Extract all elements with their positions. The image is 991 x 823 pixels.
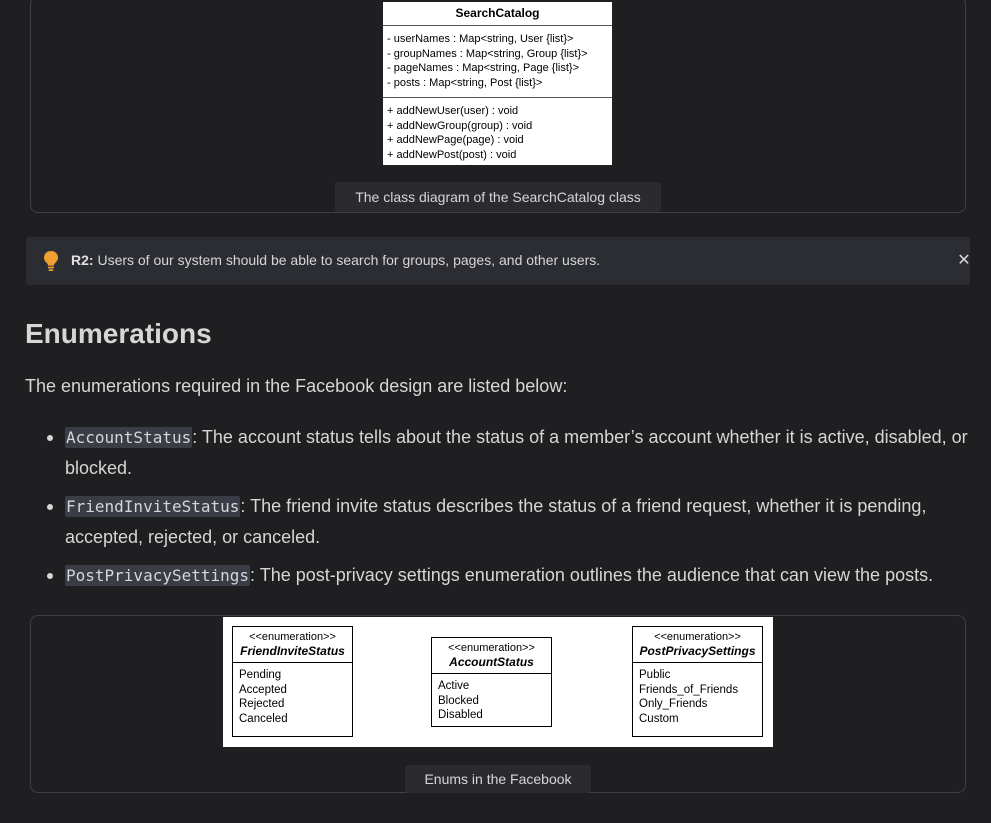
- enum-value: Canceled: [239, 712, 288, 725]
- attribute: - groupNames : Map<string, Group {list}>: [387, 47, 588, 60]
- enum-stereotype: <<enumeration>>: [448, 642, 535, 654]
- attribute: - pageNames : Map<string, Page {list}>: [387, 62, 579, 74]
- enum-value: Disabled: [438, 709, 483, 721]
- class-name: SearchCatalog: [383, 2, 612, 26]
- enum-stereotype: <<enumeration>>: [654, 631, 741, 643]
- enum-header: <<enumeration>> FriendInviteStatus: [233, 627, 352, 663]
- enum-value: Friends_of_Friends: [639, 683, 739, 696]
- close-icon[interactable]: ✕: [957, 252, 971, 269]
- enum-box-accountstatus: <<enumeration>> AccountStatus Active Blo…: [431, 637, 552, 727]
- lightbulb-icon: [42, 250, 60, 272]
- figure-caption: The class diagram of the SearchCatalog c…: [335, 182, 661, 212]
- callout-label: R2:: [71, 252, 94, 268]
- list-item-text: : The account status tells about the sta…: [65, 427, 968, 478]
- enum-value: Rejected: [239, 698, 285, 710]
- enum-values: Pending Accepted Rejected Canceled: [233, 663, 352, 731]
- enum-value: Accepted: [239, 683, 287, 696]
- enums-figure: <<enumeration>> FriendInviteStatus Pendi…: [30, 615, 966, 793]
- callout-body: Users of our system should be able to se…: [93, 252, 601, 268]
- enum-name: PostPrivacySettings: [639, 644, 756, 658]
- enum-description-list: AccountStatus: The account status tells …: [47, 422, 972, 598]
- enum-value: Blocked: [438, 694, 479, 707]
- section-heading: Enumerations: [25, 318, 212, 349]
- enum-value: Only_Friends: [639, 698, 708, 710]
- list-item: FriendInviteStatus: The friend invite st…: [47, 491, 972, 553]
- enum-values: Active Blocked Disabled: [432, 674, 551, 728]
- enum-header: <<enumeration>> PostPrivacySettings: [633, 627, 762, 663]
- inline-code: FriendInviteStatus: [65, 496, 241, 517]
- section-intro: The enumerations required in the Faceboo…: [25, 376, 568, 396]
- operation: + addNewUser(user) : void: [387, 105, 519, 117]
- inline-code: PostPrivacySettings: [65, 565, 251, 586]
- list-item-text: : The friend invite status describes the…: [65, 496, 927, 547]
- searchcatalog-class-diagram: SearchCatalog - userNames : Map<string, …: [383, 2, 612, 165]
- requirement-callout: R2: Users of our system should be able t…: [26, 237, 971, 285]
- enum-value: Custom: [639, 712, 679, 725]
- operation: + addNewPage(page) : void: [387, 134, 524, 146]
- class-attributes: - userNames : Map<string, User {list}> -…: [383, 26, 612, 98]
- enum-box-postprivacysettings: <<enumeration>> PostPrivacySettings Publ…: [632, 626, 763, 737]
- list-item-text: : The post-privacy settings enumeration …: [250, 565, 934, 585]
- searchcatalog-figure: SearchCatalog - userNames : Map<string, …: [30, 0, 966, 213]
- enum-name: AccountStatus: [449, 655, 534, 669]
- enum-stereotype: <<enumeration>>: [249, 631, 336, 643]
- enum-value: Active: [438, 680, 470, 692]
- list-item: AccountStatus: The account status tells …: [47, 422, 972, 484]
- enum-box-friendinvitestatus: <<enumeration>> FriendInviteStatus Pendi…: [232, 626, 353, 737]
- inline-code: AccountStatus: [65, 427, 193, 448]
- enum-name: FriendInviteStatus: [240, 644, 345, 658]
- list-item: PostPrivacySettings: The post-privacy se…: [47, 560, 972, 591]
- enum-value: Public: [639, 669, 671, 681]
- class-operations: + addNewUser(user) : void + addNewGroup(…: [383, 98, 612, 168]
- operation: + addNewPost(post) : void: [387, 148, 517, 161]
- enum-values: Public Friends_of_Friends Only_Friends C…: [633, 663, 762, 731]
- attribute: - posts : Map<string, Post {list}>: [387, 76, 543, 89]
- enum-diagram: <<enumeration>> FriendInviteStatus Pendi…: [223, 617, 773, 747]
- enum-value: Pending: [239, 669, 282, 681]
- operation: + addNewGroup(group) : void: [387, 119, 533, 132]
- enum-header: <<enumeration>> AccountStatus: [432, 638, 551, 674]
- figure-caption: Enums in the Facebook: [405, 765, 591, 793]
- attribute: - userNames : Map<string, User {list}>: [387, 33, 574, 45]
- callout-text: R2: Users of our system should be able t…: [71, 252, 600, 268]
